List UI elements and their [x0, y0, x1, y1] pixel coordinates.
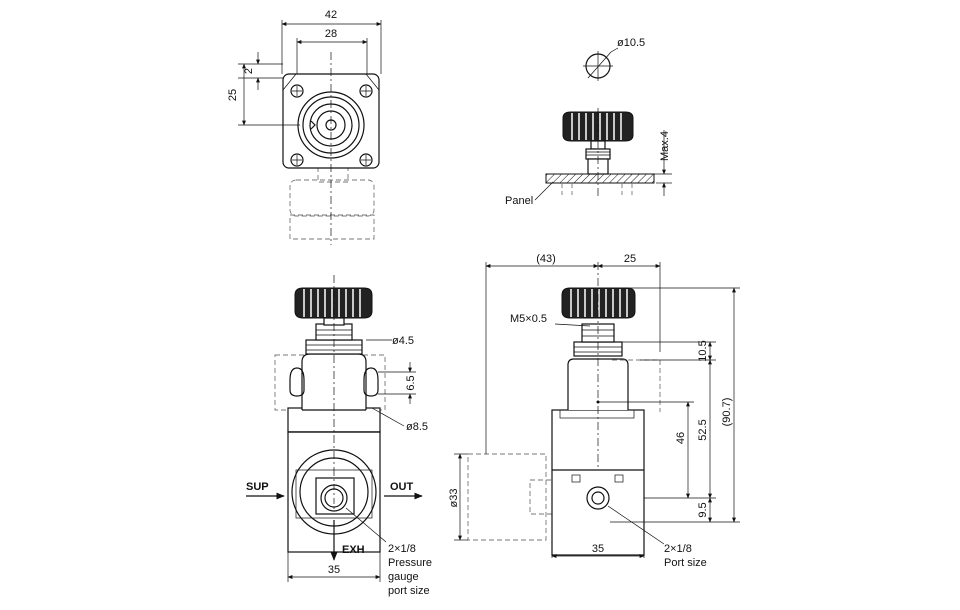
- dim-side-base: 35: [592, 543, 604, 555]
- front-slots: [289, 367, 379, 397]
- front-gauge-label-3: port size: [388, 585, 430, 597]
- top-view: 42 28 25 2: [227, 9, 382, 245]
- side-port-label: 2×1/8: [664, 543, 692, 555]
- dim-panel-max: Max.4: [659, 131, 671, 161]
- side-knob: [561, 287, 636, 319]
- dim-side-total: (90.7): [721, 398, 733, 427]
- dim-top-offset: 2: [243, 68, 255, 74]
- panel-detail: ø10.5 Max.4 Panel: [505, 37, 672, 207]
- dim-top-inner: 28: [325, 28, 337, 40]
- panel-label: Panel: [505, 195, 533, 207]
- dim-hole-dia: ø10.5: [617, 37, 645, 49]
- side-view: ø33 (43) 25 M5×0.5 10.5: [448, 253, 740, 569]
- dim-front-base: 35: [328, 564, 340, 576]
- front-view: SUP OUT EXH ø4.5 6.5 ø8.5 2×1/8 Pressure…: [246, 275, 432, 597]
- front-gauge-label-1: Pressure: [388, 557, 432, 569]
- dim-side-h3: 46: [675, 432, 687, 444]
- dim-front-d2: 6.5: [405, 375, 417, 390]
- label-sup: SUP: [246, 481, 269, 493]
- label-exh: EXH: [342, 544, 365, 556]
- dim-side-thread: M5×0.5: [510, 313, 547, 325]
- dim-gauge-dia: ø33: [448, 489, 460, 508]
- label-out: OUT: [390, 481, 414, 493]
- side-port-size-label: Port size: [664, 557, 707, 569]
- front-knob: [294, 287, 373, 326]
- dim-top-width: 42: [325, 9, 337, 21]
- front-gauge-label-2: gauge: [388, 571, 419, 583]
- dim-side-left: (43): [536, 253, 556, 265]
- dim-top-height: 25: [227, 89, 239, 101]
- mounting-screws: [290, 84, 373, 167]
- dim-front-d1: ø4.5: [392, 335, 414, 347]
- dim-side-h1: 10.5: [697, 340, 709, 361]
- dim-side-h4: 9.5: [697, 502, 709, 517]
- dim-side-right: 25: [624, 253, 636, 265]
- front-port-label: 2×1/8: [388, 543, 416, 555]
- dim-side-h2: 52.5: [697, 419, 709, 440]
- dim-front-d3: ø8.5: [406, 421, 428, 433]
